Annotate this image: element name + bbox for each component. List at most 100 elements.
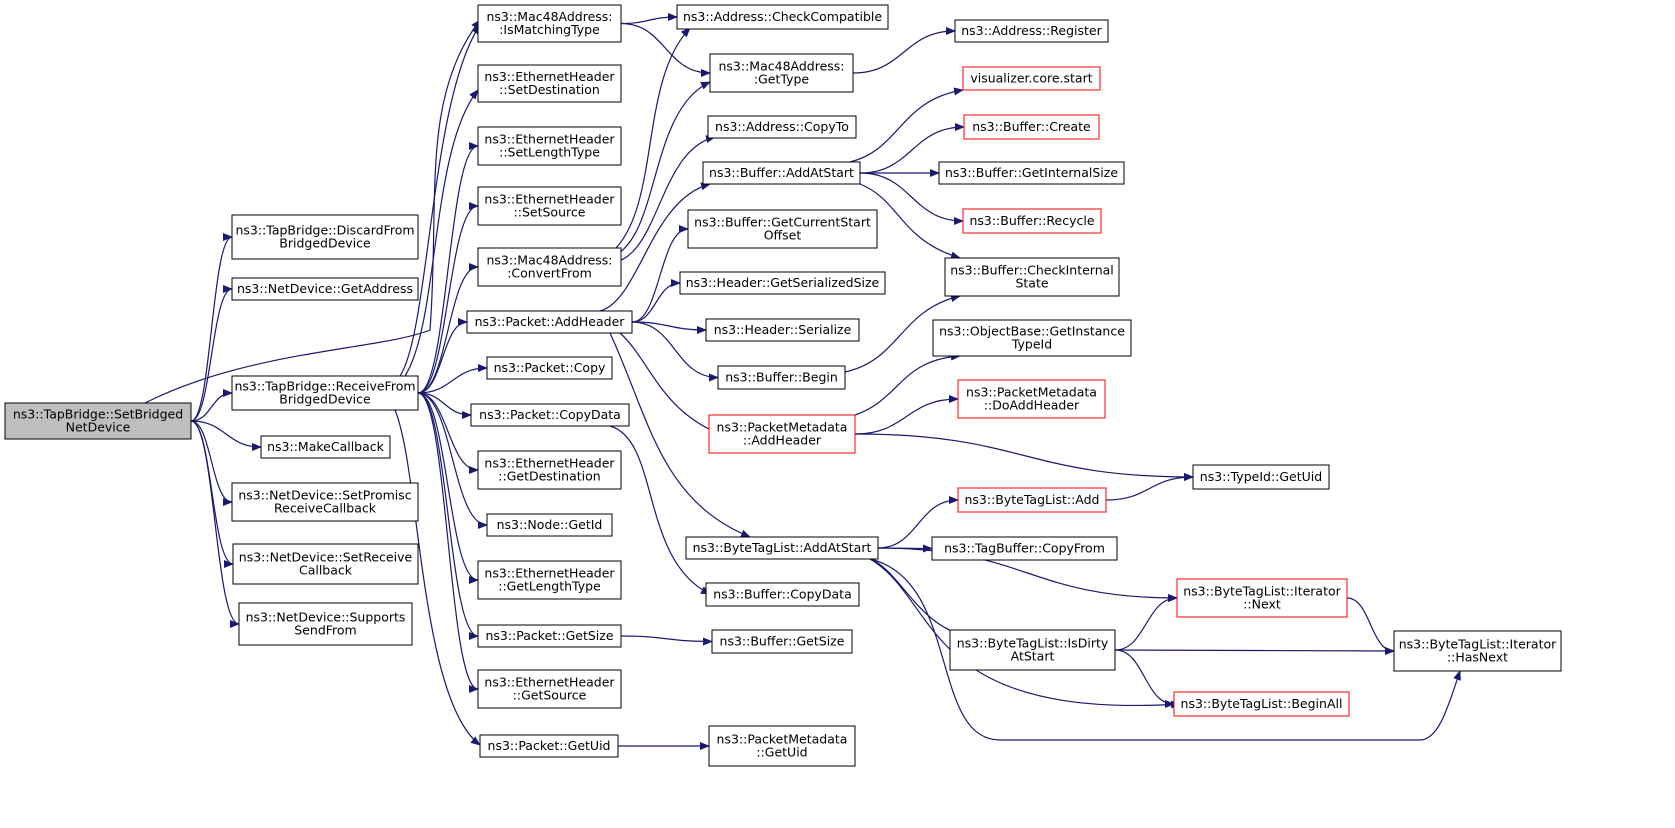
node-label-line: ns3::NetDevice::GetAddress [237, 281, 413, 296]
node-makecb[interactable]: ns3::MakeCallback [260, 435, 391, 459]
node-label-line: Callback [299, 563, 353, 578]
node-ethgetsrc[interactable]: ns3::EthernetHeader::GetSource [477, 669, 622, 709]
node-pgetuid[interactable]: ns3::Packet::GetUid [479, 734, 619, 758]
node-label-line: ::SetDestination [499, 82, 600, 97]
node-ethsetlen[interactable]: ns3::EthernetHeader::SetLengthType [477, 126, 622, 166]
node-label-line: ns3::ByteTagList::BeginAll [1181, 696, 1343, 711]
node-box [479, 734, 619, 758]
node-btladd[interactable]: ns3::ByteTagList::Add [957, 487, 1107, 513]
node-btlhasnext[interactable]: ns3::ByteTagList::Iterator::HasNext [1393, 630, 1562, 672]
call-edge-btladdatstart-to-btladd [877, 496, 959, 549]
node-box [957, 487, 1107, 513]
node-begin[interactable]: ns3::Buffer::Begin [717, 365, 846, 390]
node-serialize[interactable]: ns3::Header::Serialize [705, 318, 860, 342]
node-addheader[interactable]: ns3::Packet::AddHeader [466, 310, 633, 334]
node-box [676, 4, 889, 30]
node-box [231, 482, 419, 522]
node-label-line: ::DoAddHeader [984, 398, 1080, 413]
node-label-line: ns3::ByteTagList::IsDirty [957, 636, 1109, 651]
call-edge-begin-to-bcheckinternal [844, 294, 961, 373]
node-setpromisc[interactable]: ns3::NetDevice::SetPromiscReceiveCallbac… [231, 482, 419, 522]
node-pcopy[interactable]: ns3::Packet::Copy [486, 356, 613, 380]
node-typeidgetuid[interactable]: ns3::TypeId::GetUid [1192, 464, 1330, 490]
node-ethsetdest[interactable]: ns3::EthernetHeader::SetDestination [477, 64, 622, 103]
node-ethgetlen[interactable]: ns3::EthernetHeader::GetLengthType [477, 560, 622, 600]
node-btliternext[interactable]: ns3::ByteTagList::Iterator::Next [1176, 578, 1348, 618]
node-ismatching[interactable]: ns3::Mac48Address::IsMatchingType [477, 4, 622, 43]
node-box [1173, 691, 1350, 717]
node-ethgetdest[interactable]: ns3::EthernetHeader::GetDestination [477, 450, 622, 490]
nodes-layer: ns3::TapBridge::SetBridgedNetDevicens3::… [4, 4, 1562, 767]
call-edge-receive-to-addheader [417, 318, 468, 394]
node-pcopydata[interactable]: ns3::Packet::CopyData [470, 403, 630, 427]
node-getaddr[interactable]: ns3::NetDevice::GetAddress [231, 277, 419, 301]
node-label-line: ReceiveCallback [274, 501, 377, 516]
node-box [231, 214, 419, 260]
node-label-line: ns3::EthernetHeader [484, 132, 615, 147]
call-edge-root-to-setpromisc [190, 420, 233, 506]
node-ethsetsrc[interactable]: ns3::EthernetHeader::SetSource [477, 186, 622, 226]
node-label-line: ns3::MakeCallback [267, 439, 385, 454]
call-edge-pmaddheader-to-objgetinst [854, 352, 961, 416]
call-edge-addatstart-to-brecycle [859, 172, 964, 225]
call-edge-pcopydata-to-bcopydata [609, 425, 711, 595]
node-label-line: ns3::Mac48Address: [718, 59, 844, 74]
node-brecycle[interactable]: ns3::Buffer::Recycle [962, 208, 1102, 234]
node-box [717, 365, 846, 390]
node-box [944, 257, 1120, 297]
node-pmaddheader[interactable]: ns3::PacketMetadata::AddHeader [708, 414, 856, 454]
node-bgetinternal[interactable]: ns3::Buffer::GetInternalSize [938, 161, 1125, 185]
node-bcreate[interactable]: ns3::Buffer::Create [963, 114, 1100, 140]
node-vizstart[interactable]: visualizer.core.start [962, 66, 1101, 91]
call-edge-btlisdirty-to-btlhasnext [1114, 646, 1395, 655]
node-label-line: ns3::EthernetHeader [484, 566, 615, 581]
node-label-line: ns3::EthernetHeader [484, 69, 615, 84]
node-label-line: ns3::Buffer::GetInternalSize [945, 165, 1118, 180]
node-box [705, 582, 860, 607]
node-pmdoadd[interactable]: ns3::PacketMetadata::DoAddHeader [957, 379, 1106, 419]
node-box [708, 414, 856, 454]
node-register[interactable]: ns3::Address::Register [954, 19, 1109, 43]
node-box [231, 277, 419, 301]
node-addatstart[interactable]: ns3::Buffer::AddAtStart [702, 161, 861, 185]
node-btlbeginall[interactable]: ns3::ByteTagList::BeginAll [1173, 691, 1350, 717]
node-tagcopyfrom[interactable]: ns3::TagBuffer::CopyFrom [931, 536, 1118, 561]
node-label-line: ns3::TagBuffer::CopyFrom [944, 541, 1105, 556]
node-box [711, 629, 853, 654]
call-edge-addheader-to-pmaddheader [619, 332, 721, 435]
node-macgettype[interactable]: ns3::Mac48Address::GetType [709, 53, 854, 93]
call-edge-receive-to-pgetuid [394, 409, 481, 746]
node-convertfrom[interactable]: ns3::Mac48Address::ConvertFrom [477, 247, 622, 287]
node-getsersize[interactable]: ns3::Header::GetSerializedSize [679, 271, 886, 295]
node-label-line: ns3::EthernetHeader [484, 456, 615, 471]
node-label-line: ns3::Buffer::Begin [725, 370, 838, 385]
node-pmgetuid[interactable]: ns3::PacketMetadata::GetUid [708, 725, 856, 767]
node-checkcompat[interactable]: ns3::Address::CheckCompatible [676, 4, 889, 30]
node-btladdatstart[interactable]: ns3::ByteTagList::AddAtStart [685, 536, 879, 560]
node-copyto[interactable]: ns3::Address::CopyTo [707, 115, 857, 139]
node-label-line: ns3::EthernetHeader [484, 675, 615, 690]
node-label-line: ns3::NetDevice::SetPromisc [238, 488, 411, 503]
call-edge-macgettype-to-register [852, 27, 956, 74]
node-label-line: ns3::Buffer::GetCurrentStart [694, 215, 871, 230]
node-label-line: BridgedDevice [279, 392, 371, 407]
node-bgetsize[interactable]: ns3::Buffer::GetSize [711, 629, 853, 654]
node-box [705, 318, 860, 342]
node-box [932, 319, 1132, 357]
call-edge-receive-to-convertfrom [417, 263, 479, 394]
node-pgetsize[interactable]: ns3::Packet::GetSize [477, 624, 622, 648]
node-nodegetid[interactable]: ns3::Node::GetId [486, 513, 613, 537]
call-edge-receive-to-ethgetsrc [417, 392, 479, 693]
node-bcopydata[interactable]: ns3::Buffer::CopyData [705, 582, 860, 607]
call-edge-receive-to-ethgetlen [417, 392, 479, 584]
node-label-line: ns3::Buffer::Recycle [969, 213, 1094, 228]
